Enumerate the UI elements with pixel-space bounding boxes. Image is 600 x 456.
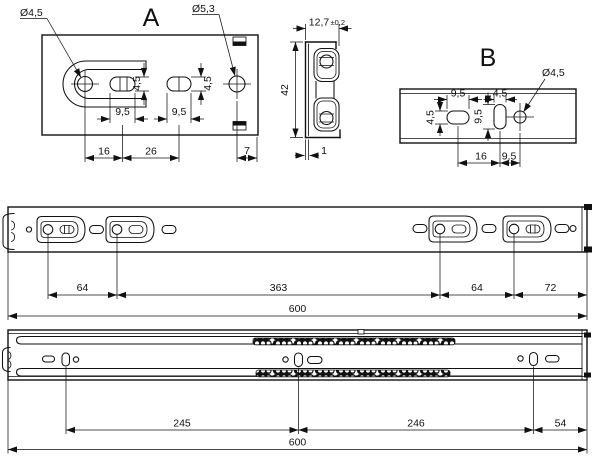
detail-a-stop-tabs: [232, 36, 247, 131]
dim-label: 9,5: [451, 88, 466, 100]
slide-closed-dimensions: 245 246 54 600: [7, 366, 588, 454]
detail-b-dim-hslot-height: 4,5: [425, 99, 448, 136]
ball-bearing-bottom: [319, 110, 334, 126]
dim-tolerance-label: ±0,2: [331, 18, 346, 27]
detail-b-hslot: [446, 110, 470, 125]
dim-label: 4,5: [202, 76, 214, 91]
detail-b-label: B: [480, 44, 497, 72]
dim-label: 245: [173, 418, 191, 430]
dim-label: 4,5: [425, 110, 437, 125]
closed-view-right-holes: [517, 351, 560, 367]
stop-tab: [584, 204, 592, 210]
slide-closed-left-cap: [1, 346, 12, 373]
rivet-hole: [25, 226, 33, 233]
cross-section-dim-height: 42: [279, 41, 303, 138]
cross-section-view: 12,7 ±0,2 42 1: [279, 17, 352, 160]
keyhole-cutout-2: [105, 215, 155, 244]
detail-b-dim-bottom: 16 9,5: [457, 126, 521, 167]
dim-label: 12,7: [309, 17, 330, 29]
stop-tab: [584, 246, 592, 253]
oval-slot: [412, 223, 428, 234]
slide-extended-view: 64 363 64 72 600: [2, 204, 592, 320]
detail-a-label: A: [143, 4, 160, 32]
closed-view-center-holes: [282, 352, 323, 368]
detail-a-dim-slot2-height: 4,5: [191, 63, 214, 105]
oval-slot: [161, 224, 177, 235]
ball-retainer-strip-bottom: [255, 369, 451, 378]
inner-rail-edge-bottom: [15, 367, 583, 377]
detail-a-dim-bottom: 16 26 7: [84, 96, 258, 162]
dim-label: 9,5: [502, 151, 517, 163]
dim-label: 363: [270, 282, 288, 294]
dim-label: 26: [145, 146, 157, 158]
dim-label-total: 600: [289, 303, 307, 315]
edge-notch: [357, 329, 365, 335]
dim-label: 9,5: [115, 106, 130, 118]
slide-extended-body: [7, 206, 588, 253]
stop-tab: [584, 372, 591, 378]
rivet-hole: [569, 224, 577, 233]
callout-diameter-4-5-label: Ø4,5: [542, 67, 565, 79]
keyhole-cutout-4: [502, 215, 552, 243]
detail-a-dim-slot1-height: 4,5: [131, 63, 149, 105]
cross-section-profile: [304, 41, 341, 139]
detail-a-view: A Ø4,5: [20, 3, 259, 162]
dim-label: 4,5: [131, 76, 143, 91]
stop-tab: [584, 332, 591, 338]
closed-view-left-holes: [41, 352, 80, 367]
keyhole-cutout-1: [36, 215, 86, 244]
detail-a-slot1: [109, 76, 136, 92]
detail-b-view: B Ø4,5 9,5 4,5: [399, 44, 577, 167]
detail-a-dim-slot2-width: 9,5: [154, 93, 204, 123]
slide-closed-view: 245 246 54 600: [1, 329, 591, 454]
callout-diameter-5-3-label: Ø5,3: [192, 3, 215, 15]
detail-b-dim-vslot-height: 9,5: [473, 92, 495, 141]
oval-slot: [481, 223, 497, 234]
oval-slot: [554, 223, 570, 234]
callout-diameter-4-5-label: Ø4,5: [20, 7, 43, 19]
cross-section-dim-width: 12,7 ±0,2: [293, 17, 352, 46]
dim-label: 72: [545, 282, 557, 294]
dim-label: 54: [555, 418, 567, 430]
slide-extended-left-cap: [2, 212, 15, 251]
ball-retainer-strip-top: [252, 337, 456, 346]
dim-label: 9,5: [172, 106, 187, 118]
detail-a-callout-small-hole: Ø4,5: [20, 7, 82, 78]
cross-section-dim-thickness: 1: [295, 139, 327, 160]
dim-label: 64: [77, 282, 89, 294]
oval-slot: [88, 224, 105, 235]
detail-b-dim-hslot-width: 9,5: [434, 88, 482, 109]
detail-b-vslot: [493, 103, 507, 130]
keyhole-cutout-3: [428, 215, 478, 243]
ball-bearing-top: [319, 54, 334, 69]
dim-label: 4,5: [493, 88, 508, 100]
dim-label: 246: [407, 418, 425, 430]
detail-a-callout-large-hole: Ø5,3: [192, 3, 236, 77]
dim-label: 1: [321, 145, 327, 157]
dim-label-total: 600: [289, 437, 307, 449]
dim-label: 9,5: [473, 109, 485, 124]
dim-label: 16: [98, 146, 110, 158]
dim-label: 7: [244, 145, 250, 157]
detail-a-dim-slot1-width: 9,5: [97, 93, 148, 123]
dim-label: 42: [279, 84, 291, 96]
dim-label: 16: [475, 151, 487, 163]
slide-extended-dimensions: 64 363 64 72 600: [7, 234, 588, 320]
inner-rail-edge-top: [15, 335, 583, 345]
detail-b-callout-hole: Ø4,5: [523, 67, 565, 113]
dim-label: 64: [471, 282, 483, 294]
